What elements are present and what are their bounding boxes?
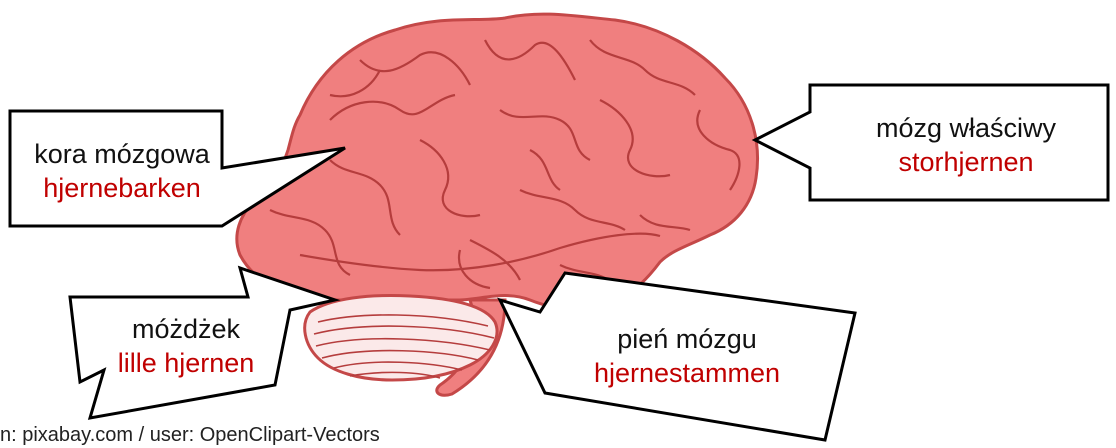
label-brainstem: pień mózgu hjernestammen	[562, 322, 812, 390]
label-cerebrum-pl: mózg właściwy	[828, 111, 1104, 145]
label-cerebellum-no: lille hjernen	[96, 346, 276, 380]
label-cortex-pl: kora mózgowa	[22, 137, 222, 171]
image-credit: n: pixabay.com / user: OpenClipart-Vecto…	[0, 422, 380, 448]
label-cerebrum: mózg właściwy storhjernen	[828, 111, 1104, 179]
label-cortex-no: hjernebarken	[22, 171, 222, 205]
label-brainstem-no: hjernestammen	[562, 356, 812, 390]
cerebellum-shape	[305, 296, 497, 380]
label-cerebrum-no: storhjernen	[828, 145, 1104, 179]
label-cerebellum: móżdżek lille hjernen	[96, 312, 276, 380]
label-brainstem-pl: pień mózgu	[562, 322, 812, 356]
label-cerebellum-pl: móżdżek	[96, 312, 276, 346]
label-cortex: kora mózgowa hjernebarken	[22, 137, 222, 205]
